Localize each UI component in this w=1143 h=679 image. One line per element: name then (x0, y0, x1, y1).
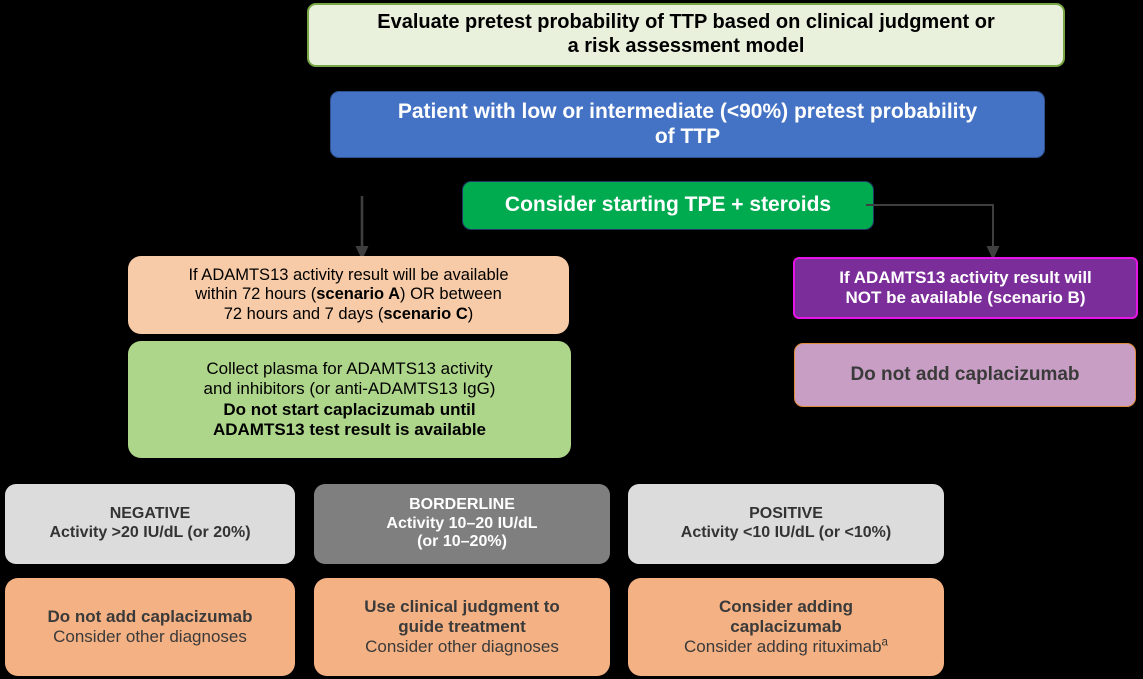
node-evaluate-pretest-probability: Evaluate pretest probability of TTP base… (307, 3, 1065, 67)
node-result-positive: POSITIVE Activity <10 IU/dL (or <10%) (628, 484, 944, 564)
node-scenario-ac-line-2: within 72 hours (scenario A) OR between (128, 285, 569, 304)
node-collect-line-4: ADAMTS13 test result is available (212, 419, 487, 439)
node-evaluate-line-2: a risk assessment model (567, 35, 805, 57)
action-borderline-plain-line-1: Consider other diagnoses (365, 637, 559, 657)
node-patient-line-1: Patient with low or intermediate (<90%) … (397, 99, 978, 123)
result-borderline-line-1: Activity 10–20 IU/dL (386, 514, 538, 532)
node-scenario-b-line-2: NOT be available (scenario B) (845, 288, 1086, 307)
action-positive-bold-line-1: Consider adding (718, 596, 854, 616)
node-scenario-a-or-c: If ADAMTS13 activity result will be avai… (128, 256, 569, 334)
connector-elbow-to-scenario-b (866, 204, 1000, 260)
scenario-ac-l3-post: ) (467, 304, 474, 323)
node-collect-line-2: and inhibitors (or anti-ADAMTS13 IgG) (203, 379, 496, 399)
node-patient-low-intermediate-probability: Patient with low or intermediate (<90%) … (330, 91, 1045, 158)
node-action-negative: Do not add caplacizumab Consider other d… (5, 578, 295, 676)
node-do-not-add-caplacizumab-scenario-b: Do not add caplacizumab (794, 343, 1136, 407)
node-scenario-ac-line-3: 72 hours and 7 days (scenario C) (128, 305, 569, 324)
node-collect-line-1: Collect plasma for ADAMTS13 activity (206, 359, 493, 379)
node-no-caplacizumab-b-line-1: Do not add caplacizumab (850, 363, 1080, 385)
scenario-ac-label-a: scenario A (316, 285, 401, 304)
scenario-ac-label-c: scenario C (383, 304, 468, 323)
node-collect-line-3: Do not start caplacizumab until (223, 399, 476, 419)
node-action-borderline: Use clinical judgment to guide treatment… (314, 578, 610, 676)
node-result-borderline: BORDERLINE Activity 10–20 IU/dL (or 10–2… (314, 484, 610, 564)
node-consider-starting-tpe-steroids: Consider starting TPE + steroids (462, 181, 874, 230)
connector-arrow-down-to-scenario-ac (355, 196, 369, 260)
node-scenario-b: If ADAMTS13 activity result will NOT be … (793, 257, 1138, 319)
result-negative-heading: NEGATIVE (109, 505, 191, 523)
node-action-positive: Consider adding caplacizumab Consider ad… (628, 578, 944, 676)
action-negative-plain-line-1: Consider other diagnoses (53, 627, 247, 646)
action-borderline-bold-line-2: guide treatment (398, 616, 526, 636)
scenario-ac-l2-pre: within 72 hours ( (195, 285, 317, 304)
node-result-negative: NEGATIVE Activity >20 IU/dL (or 20%) (5, 484, 295, 564)
result-positive-heading: POSITIVE (749, 505, 823, 523)
result-positive-line-1: Activity <10 IU/dL (or <10%) (680, 524, 892, 541)
action-positive-bold-line-2: caplacizumab (730, 616, 842, 636)
action-positive-plain-line-1: Consider adding rituximaba (628, 637, 944, 657)
action-positive-plain-text: Consider adding rituximab (684, 637, 882, 657)
node-scenario-ac-line-1: If ADAMTS13 activity result will be avai… (188, 265, 509, 284)
action-borderline-bold-line-1: Use clinical judgment to (364, 596, 560, 616)
result-borderline-heading: BORDERLINE (409, 495, 515, 513)
node-scenario-b-line-1: If ADAMTS13 activity result will (839, 267, 1092, 287)
node-tpe-line-1: Consider starting TPE + steroids (504, 193, 832, 217)
result-negative-line-1: Activity >20 IU/dL (or 20%) (49, 524, 251, 541)
node-collect-plasma-adamts13: Collect plasma for ADAMTS13 activity and… (128, 341, 571, 458)
node-patient-line-2: of TTP (654, 124, 721, 148)
scenario-ac-l3-pre: 72 hours and 7 days ( (223, 304, 384, 323)
result-borderline-line-2: (or 10–20%) (417, 533, 507, 551)
scenario-ac-l2-post: ) OR between (400, 285, 502, 304)
footnote-marker-a: a (881, 636, 888, 649)
action-negative-bold-line-1: Do not add caplacizumab (47, 606, 253, 626)
node-evaluate-line-1: Evaluate pretest probability of TTP base… (377, 11, 995, 34)
